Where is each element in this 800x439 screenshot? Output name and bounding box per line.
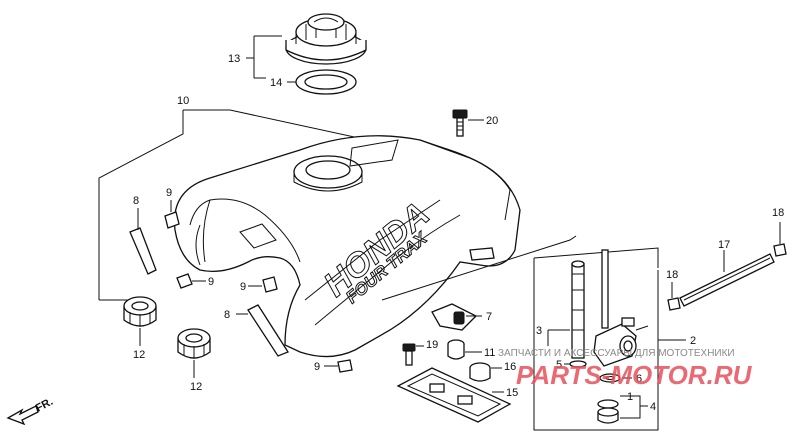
watermark-site: PARTS-MOTOR.RU [516,360,753,390]
bracket-7 [431,303,478,331]
callout-6: 6 [636,373,642,385]
leader-1-4 [620,395,648,419]
front-arrow-icon [6,405,39,426]
callout-18-low: 18 [666,269,678,281]
callout-2: 2 [690,335,696,347]
leader-13 [246,35,282,79]
callout-4: 4 [650,401,656,413]
callout-9-mid: 9 [208,276,214,288]
watermark-caption: ЗАПЧАСТИ И АКСЕССУАРЫ ДЛЯ МОТОТЕХНИКИ [498,348,735,359]
callout-15: 15 [506,387,518,399]
cushion-9-right [262,276,278,293]
callout-12-left: 12 [133,349,145,361]
callout-20: 20 [486,115,498,127]
callout-14: 14 [270,77,282,89]
callout-7: 7 [486,311,492,323]
bolt-20 [452,109,468,137]
callout-9-right: 9 [240,281,246,293]
callout-3: 3 [536,325,542,337]
collar-12-left [123,296,157,327]
callout-9-bottom: 9 [314,361,320,373]
fuel-valve [593,249,649,367]
cushion-9-top [164,211,180,229]
strip-8-right [247,304,289,357]
callout-9-top: 9 [166,187,172,199]
callout-18-top: 18 [772,207,784,219]
callout-1: 1 [627,391,633,403]
callout-17: 17 [718,239,730,251]
fuel-hose-17 [679,253,775,307]
callout-5: 5 [556,359,562,371]
clip-18-top [773,243,787,257]
bolt-19 [402,343,416,366]
leader-3 [547,329,570,346]
callout-12-right: 12 [190,381,202,393]
collar-12-right [177,328,211,359]
petcock-bracket [381,235,686,431]
callout-19: 19 [426,339,438,351]
callout-13: 13 [228,53,240,65]
strip-8-left [129,227,157,275]
callout-16: 16 [504,361,516,373]
plate-15 [396,367,512,423]
sediment-bowl [597,399,619,424]
collar-11 [447,339,465,360]
callout-10: 10 [177,95,189,107]
callout-8-left: 8 [133,195,139,207]
callout-11: 11 [484,347,495,359]
fuel-cap [285,13,367,65]
strainer-3 [571,260,585,359]
washer-6 [599,373,621,383]
fuel-tank [173,135,521,358]
callout-8-right: 8 [224,309,230,321]
direction-label: FR. [34,396,55,415]
rubber-16 [469,362,491,382]
cap-gasket [295,69,357,95]
clip-18-low [667,297,681,311]
cushion-9-bottom [337,359,353,373]
cushion-9-mid [176,273,193,289]
